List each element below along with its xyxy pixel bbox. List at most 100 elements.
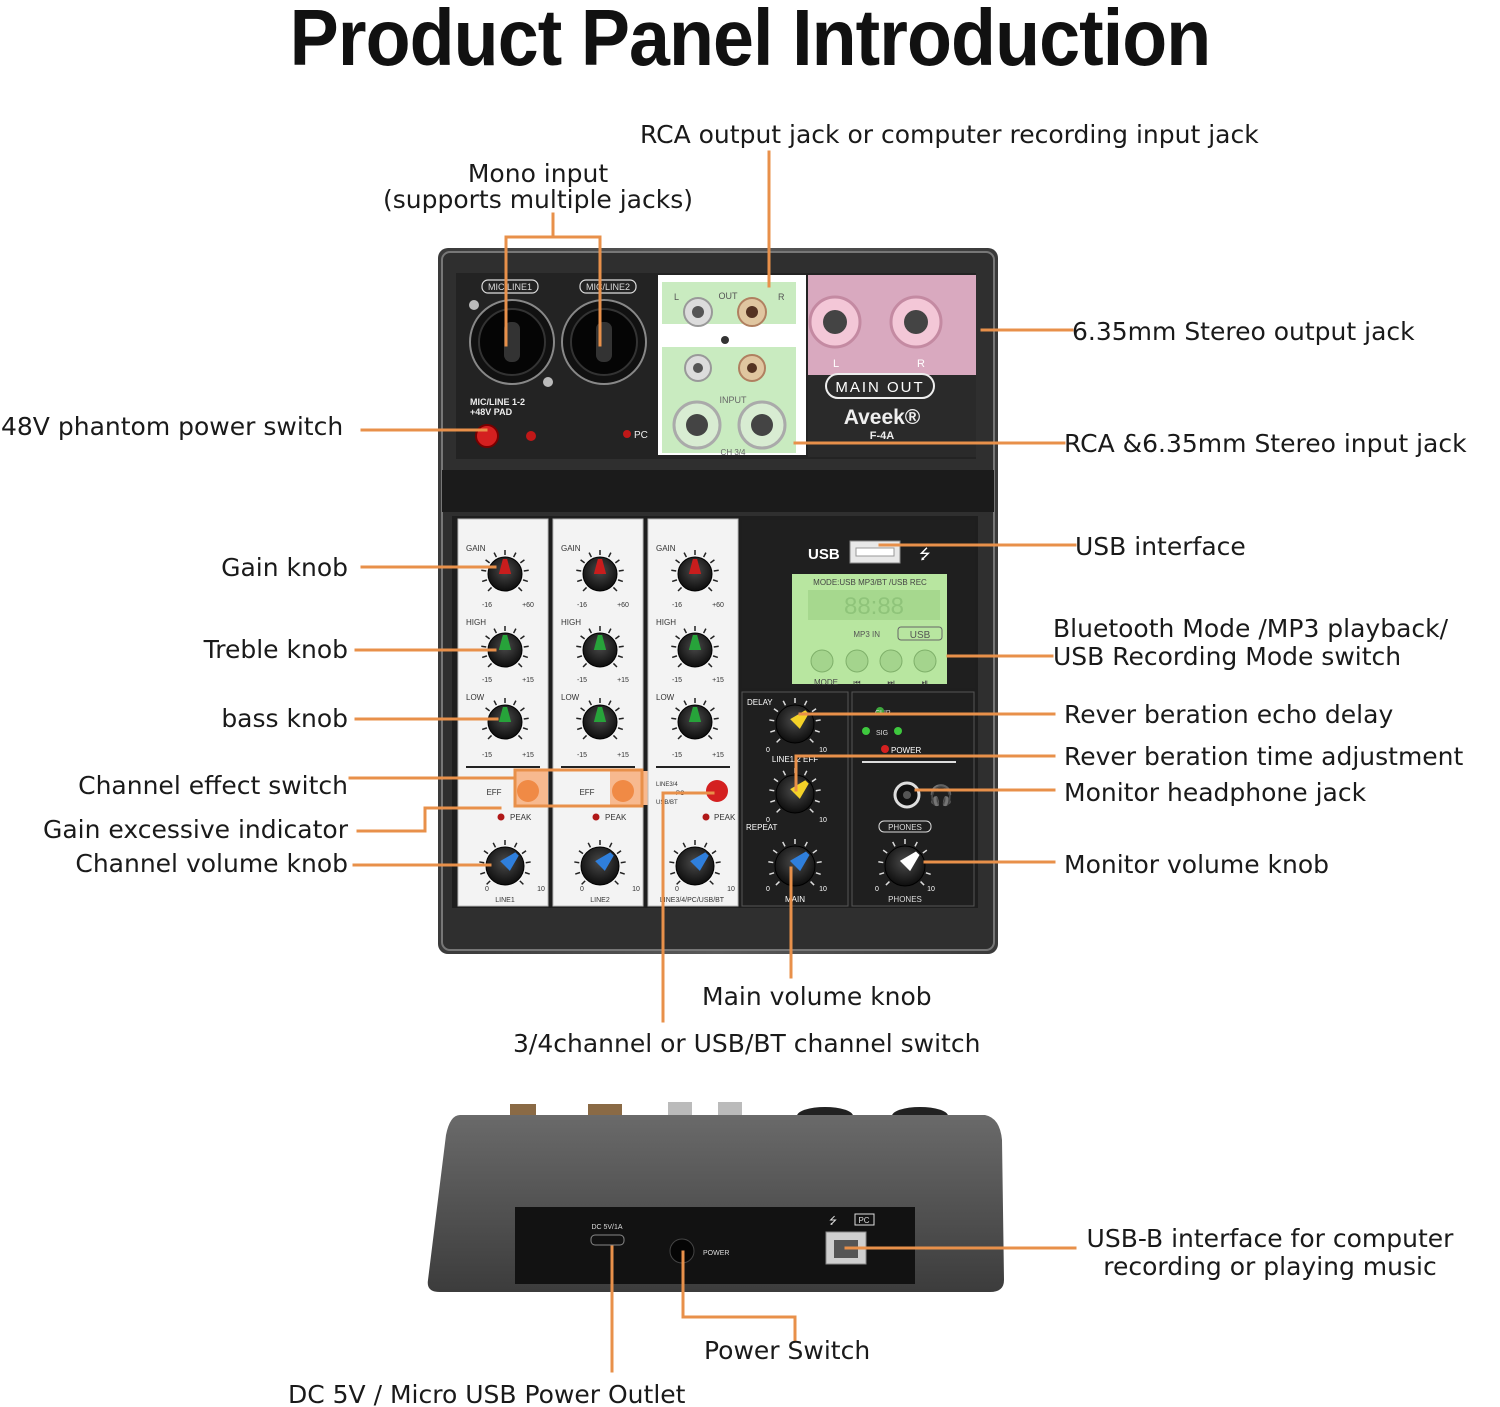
treble-knob[interactable]	[671, 626, 719, 668]
svg-text:MIC/LINE1: MIC/LINE1	[488, 282, 532, 292]
svg-text:PHONES: PHONES	[888, 823, 922, 832]
effect-switch-label: Channel effect switch	[78, 771, 348, 800]
main-out-right-jack[interactable]	[889, 295, 943, 349]
eff-label: EFF	[486, 788, 501, 797]
main-out-left-jack[interactable]	[808, 295, 862, 349]
svg-text:DC 5V/1A: DC 5V/1A	[591, 1224, 622, 1231]
svg-text:MIC/LINE2: MIC/LINE2	[586, 282, 630, 292]
channel-name-label: LINE1	[495, 897, 515, 904]
gain-indicator-label: Gain excessive indicator	[42, 815, 348, 844]
pc-label: PC	[634, 430, 648, 441]
headphone-jack[interactable]	[893, 781, 921, 809]
svg-text:POWER: POWER	[703, 1250, 729, 1257]
low-label: LOW	[466, 693, 485, 702]
bass-knob[interactable]	[481, 698, 529, 740]
echo-delay-label: Rever beration echo delay	[1064, 700, 1394, 729]
svg-text:10: 10	[537, 886, 545, 893]
svg-text:R: R	[917, 358, 925, 370]
stereo-output-label: 6.35mm Stereo output jack	[1072, 317, 1415, 346]
svg-text:USB/BT: USB/BT	[656, 800, 678, 806]
peak-led	[497, 813, 505, 821]
rear-view: DC 5V/1A POWER ⭍ PC	[427, 1102, 1004, 1292]
channel-volume-knob[interactable]	[574, 840, 626, 886]
svg-text:-16: -16	[577, 602, 587, 609]
micro-usb-port[interactable]	[590, 1234, 625, 1246]
channel-source-switch[interactable]	[706, 780, 728, 802]
svg-text:10: 10	[727, 886, 735, 893]
usb-interface-label: USB interface	[1075, 532, 1246, 561]
svg-text:10: 10	[819, 886, 827, 893]
high-label: HIGH	[466, 618, 486, 627]
main-volume-label: Main volume knob	[702, 982, 932, 1011]
power-led-label: POWER	[891, 746, 921, 755]
svg-text:R: R	[778, 292, 785, 302]
monitor-volume-knob[interactable]	[878, 839, 932, 887]
svg-text:-15: -15	[482, 677, 492, 684]
svg-text:10: 10	[819, 747, 827, 754]
effects-section: DELAY LINE1/2 EFF REPEAT MAIN CLIP SIG P…	[741, 691, 975, 907]
page-title: Product Panel Introduction	[289, 0, 1212, 82]
gain-knob[interactable]	[671, 550, 719, 592]
svg-text:MP3 IN: MP3 IN	[853, 630, 880, 639]
gain-label: GAIN	[466, 544, 486, 553]
channel-switch-label: 3/4channel or USB/BT channel switch	[513, 1029, 981, 1058]
svg-text:REPEAT: REPEAT	[746, 823, 778, 832]
svg-text:+15: +15	[522, 677, 534, 684]
svg-text:0: 0	[675, 886, 679, 893]
effect-switch[interactable]	[517, 780, 539, 802]
dc-outlet-label: DC 5V / Micro USB Power Outlet	[288, 1380, 686, 1407]
effect-switch[interactable]	[612, 780, 634, 802]
svg-text:+15: +15	[712, 677, 724, 684]
svg-text:INPUT: INPUT	[720, 395, 748, 405]
mic-line-1-jack[interactable]: MIC/LINE1	[469, 279, 555, 387]
bass-knob[interactable]	[671, 698, 719, 740]
peak-label: PEAK	[714, 813, 736, 822]
bt-mode-label: Bluetooth Mode /MP3 playback/ USB Record…	[1053, 614, 1449, 671]
peak-label: PEAK	[605, 813, 627, 822]
svg-text:0: 0	[766, 817, 770, 824]
power-switch-label: Power Switch	[704, 1336, 871, 1365]
svg-text:0: 0	[766, 886, 770, 893]
svg-text:L: L	[674, 292, 679, 302]
peak-led	[592, 813, 600, 821]
gain-knob[interactable]	[576, 550, 624, 592]
repeat-knob[interactable]	[769, 768, 821, 814]
model-label: F-4A	[870, 430, 895, 442]
pc-led	[623, 430, 631, 438]
leader-line	[681, 1250, 797, 1342]
channel-volume-knob[interactable]	[669, 840, 721, 886]
channel-name-label: LINE3/4/PC/USB/BT	[660, 897, 725, 904]
svg-text:-15: -15	[672, 752, 682, 759]
svg-text:MAIN: MAIN	[785, 895, 805, 904]
prev-button[interactable]	[845, 649, 869, 673]
monitor-volume-label: Monitor volume knob	[1064, 850, 1330, 879]
mic-line-2-jack[interactable]: MIC/LINE2	[561, 279, 647, 385]
svg-text:-15: -15	[577, 677, 587, 684]
svg-text:0: 0	[580, 886, 584, 893]
play-pause-button[interactable]	[913, 649, 937, 673]
phantom-power-button[interactable]	[475, 424, 499, 448]
svg-text:DELAY: DELAY	[747, 698, 773, 707]
svg-text:10: 10	[927, 886, 935, 893]
svg-text:0: 0	[485, 886, 489, 893]
svg-text:-16: -16	[672, 602, 682, 609]
next-button[interactable]	[879, 649, 903, 673]
bass-knob-label: bass knob	[221, 704, 348, 733]
main-volume-knob[interactable]	[768, 839, 822, 887]
svg-text:88:88: 88:88	[844, 593, 904, 620]
rca-output-label: RCA output jack or computer recording in…	[640, 120, 1259, 149]
svg-text:+15: +15	[617, 677, 629, 684]
treble-knob[interactable]	[481, 626, 529, 668]
rca-input-panel: L OUT R INPUT CH 3/4	[658, 275, 806, 457]
mode-button[interactable]	[810, 649, 834, 673]
gain-label: GAIN	[656, 544, 676, 553]
high-label: HIGH	[656, 618, 676, 627]
lcd-mode-label: MODE:USB MP3/BT /USB REC	[813, 578, 927, 587]
svg-text:-15: -15	[577, 752, 587, 759]
bass-knob[interactable]	[576, 698, 624, 740]
treble-knob[interactable]	[576, 626, 624, 668]
peak-led	[702, 813, 710, 821]
channel-name-label: LINE2	[590, 897, 610, 904]
